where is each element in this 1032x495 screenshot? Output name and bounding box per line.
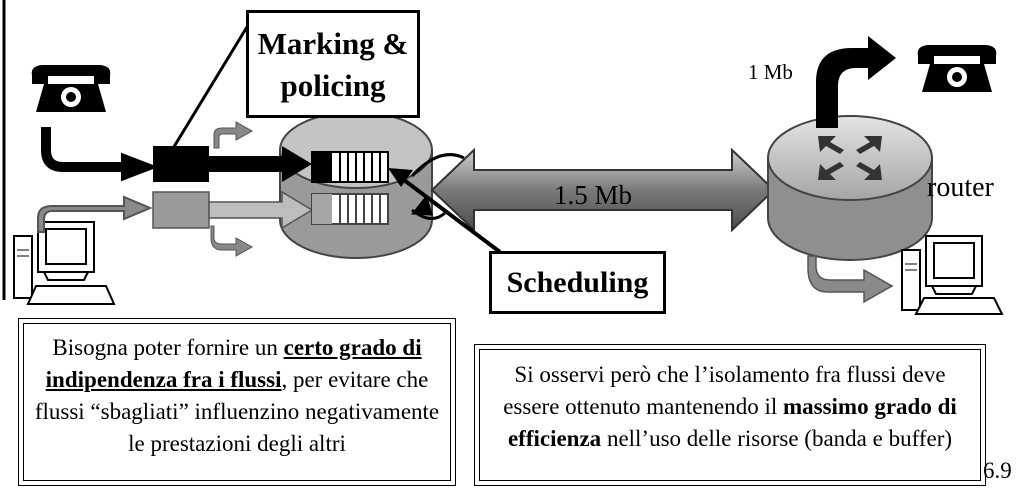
- independence-note-text: Bisogna poter fornire un certo grado di …: [23, 323, 451, 481]
- efficiency-note-highlight: massimo grado di efficienza: [507, 394, 957, 451]
- router-right-icon: [767, 115, 933, 261]
- marker-black-box: [153, 146, 209, 182]
- gray-flow-arrow: [208, 190, 314, 230]
- queue-gray-icon: [311, 193, 389, 225]
- independence-note-text-2: , per evitare che flussi “sbagliati” inf…: [34, 367, 440, 456]
- marking-pointer-line: [170, 21, 252, 151]
- output-rate-label: 1 Mb: [748, 60, 793, 84]
- scheduling-pointer-arrow: [388, 168, 502, 254]
- independence-note: Bisogna poter fornire un certo grado di …: [18, 318, 456, 486]
- pc-flow-arrow: [37, 195, 153, 233]
- telephone-icon: [31, 65, 111, 112]
- efficiency-note-text: Si osservi però che l’isolamento fra flu…: [479, 349, 981, 481]
- black-flow-arrow: [209, 146, 312, 182]
- phone-flow-arrow: [41, 127, 159, 182]
- efficiency-note-text-1: Si osservi però che l’isolamento fra flu…: [503, 362, 946, 419]
- router-label: router: [927, 172, 994, 203]
- computer-right-icon: [901, 235, 1004, 315]
- page-number: 6.9: [983, 458, 1012, 483]
- queue-black-icon: [311, 151, 389, 183]
- marker-gray-box: [152, 191, 210, 229]
- computer-icon: [13, 221, 116, 305]
- scheduling-box: Scheduling: [489, 251, 666, 314]
- output-phone-arrow: [816, 36, 896, 128]
- output-pc-arrow: [807, 255, 894, 304]
- efficiency-note: Si osservi però che l’isolamento fra flu…: [474, 344, 986, 486]
- scheduler-rotation-icon: [410, 153, 465, 220]
- marking-policing-label: Marking & policing: [257, 26, 409, 103]
- drop-arrow-down-icon: [210, 225, 254, 257]
- drop-arrow-up-icon: [213, 121, 254, 149]
- scheduling-label: Scheduling: [506, 266, 649, 299]
- link-speed-label: 1.5 Mb: [554, 180, 633, 210]
- telephone-right-icon: [917, 45, 997, 92]
- marking-policing-box: Marking & policing: [246, 10, 420, 118]
- independence-note-highlight: certo grado di indipendenza fra i flussi: [45, 335, 422, 392]
- independence-note-text-1: Bisogna poter fornire un: [52, 335, 284, 360]
- efficiency-note-text-2: nell’uso delle risorse (banda e buffer): [601, 426, 953, 451]
